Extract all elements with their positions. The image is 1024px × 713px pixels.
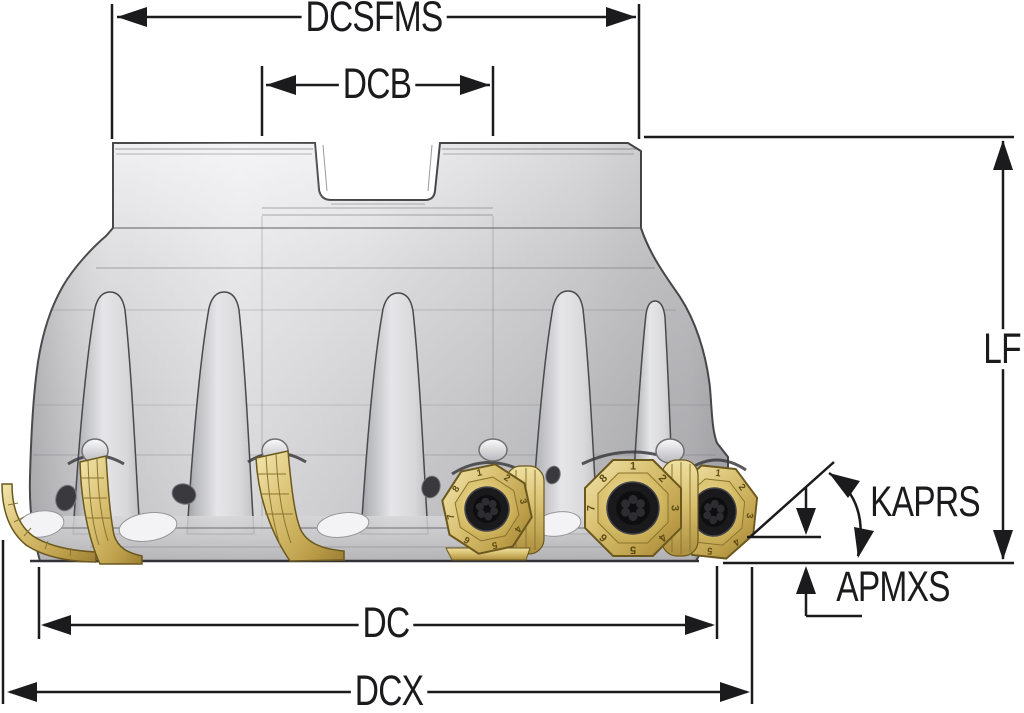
- label-lf: LF: [979, 328, 1024, 371]
- label-dcsfms: DCSFMS: [301, 0, 447, 39]
- insert-number: 2: [502, 472, 512, 484]
- insert-number: 5: [706, 544, 713, 556]
- insert-number: 7: [586, 505, 598, 511]
- insert-number: 8: [450, 484, 462, 494]
- insert-number: 7: [445, 513, 457, 520]
- coolant-holes: [55, 465, 561, 512]
- insert-number: 4: [511, 524, 523, 535]
- side-insert-2: [79, 455, 143, 565]
- insert-number: 1: [715, 468, 722, 480]
- insert-number: 3: [669, 505, 681, 511]
- insert-number: 2: [736, 482, 747, 494]
- insert-number: 4: [730, 536, 741, 549]
- insert-number: 3: [744, 512, 755, 519]
- insert-b: 1 2 3 4 5 6 7 8: [584, 459, 682, 557]
- label-dcb: DCB: [338, 63, 416, 106]
- dim-apmxs: [804, 594, 862, 618]
- insert-number: 5: [630, 544, 636, 556]
- label-apmxs: APMXS: [832, 566, 954, 609]
- label-kaprs: KAPRS: [866, 481, 984, 524]
- side-insert-3: [255, 450, 345, 562]
- insert-number: 1: [476, 467, 484, 479]
- support-wedges: [72, 290, 674, 535]
- dimension-arrowheads: [7, 7, 1013, 702]
- label-dcx: DCX: [350, 670, 428, 713]
- label-dc: DC: [358, 602, 414, 645]
- insert-number: 5: [490, 539, 498, 551]
- insert-number: 3: [517, 498, 529, 505]
- seat-highlights: [17, 510, 582, 542]
- insert-a: 1 2 3 4 5 6 7 8: [441, 463, 533, 555]
- insert-number: 6: [462, 534, 472, 546]
- insert-number: 1: [630, 461, 636, 473]
- side-insert-left-corner: [1, 483, 97, 563]
